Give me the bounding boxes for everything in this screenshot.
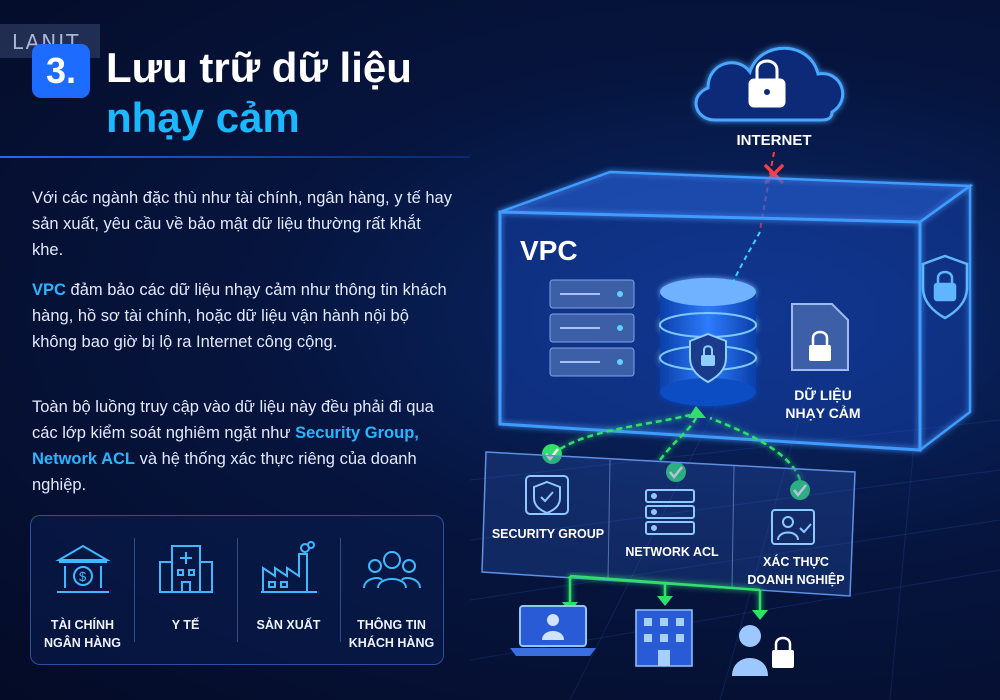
industry-finance: $ TÀI CHÍNH NGÂN HÀNG [31,516,134,664]
lock-icon [748,59,786,108]
page-title-line2: nhạy cảm [106,94,300,141]
vpc-paragraph: VPC đảm bảo các dữ liệu nhạy cảm như thô… [32,277,452,355]
customers-icon [362,551,421,589]
industry-manufacturing-label: SẢN XUẤT [256,618,321,632]
industry-health-label: Y TẾ [171,618,200,632]
svg-text:$: $ [79,569,87,584]
industry-finance-line1: TÀI CHÍNH [50,618,115,632]
user-auth-icon [771,509,815,545]
vpc-highlight: VPC [32,281,66,299]
network-acl-label: NETWORK ACL [625,545,719,559]
industry-customers-line2: KHÁCH HÀNG [348,636,435,650]
sensitive-data-line1: DỮ LIỆU [794,386,852,403]
vpc-diagram: INTERNET VPC [470,46,1000,700]
industry-finance-line2: NGÂN HÀNG [43,636,122,650]
security-group-shield-icon [525,475,569,515]
security-layers-highlight: Security Group, Network ACL [32,424,419,468]
user-lock-icon [732,625,794,676]
database-shield-icon [689,332,727,384]
industries-panel: $ TÀI CHÍNH NGÂN HÀNG Y TẾ SẢN XUẤT THÔNG… [30,515,444,665]
vpc-label: VPC [520,235,578,266]
server-rack-icon [549,279,635,377]
access-paragraph: Toàn bộ luồng truy cập vào dữ liệu này đ… [32,394,452,498]
bank-icon: $ [54,544,111,593]
shield-lock-icon [921,254,969,320]
client-flow-lines [568,574,762,612]
title-divider [0,156,470,158]
industry-customers: THÔNG TIN KHÁCH HÀNG [340,516,443,664]
arrow-down-user [752,610,768,620]
laptop-user-icon [510,605,596,656]
sensitive-document-icon [791,303,849,371]
control-layers-panel [481,451,856,597]
industry-health: Y TẾ [134,516,237,664]
industry-customers-line1: THÔNG TIN [357,618,426,632]
vpc-paragraph-text: đảm bảo các dữ liệu nhạy cảm như thông t… [32,281,447,351]
security-group-label: SECURITY GROUP [492,527,604,541]
factory-icon [260,541,317,593]
internet-label: INTERNET [737,132,812,149]
check-icon-auth [790,480,810,500]
office-building-icon [635,609,693,667]
network-acl-icon [645,489,695,535]
internal-link-line [731,231,761,286]
intro-paragraph: Với các ngành đặc thù như tài chính, ngâ… [32,189,452,259]
access-flow-lines [551,413,802,481]
auth-label-line2: DOANH NGHIỆP [747,572,844,587]
hospital-icon [158,545,213,593]
check-icon-network-acl [666,462,686,482]
section-number-badge: 3. [32,44,90,98]
access-paragraph-end: và hệ thống xác thực riêng của doanh ngh… [32,450,417,494]
page-title-line1: Lưu trữ dữ liệu [106,44,412,91]
access-paragraph-start: Toàn bộ luồng truy cập vào dữ liệu này đ… [32,398,434,442]
sensitive-data-line2: NHẠY CẢM [785,405,860,421]
auth-label-line1: XÁC THỰC [763,554,829,569]
arrow-down-building [657,596,673,606]
arrow-up-db [688,406,706,418]
industry-manufacturing: SẢN XUẤT [237,516,340,664]
